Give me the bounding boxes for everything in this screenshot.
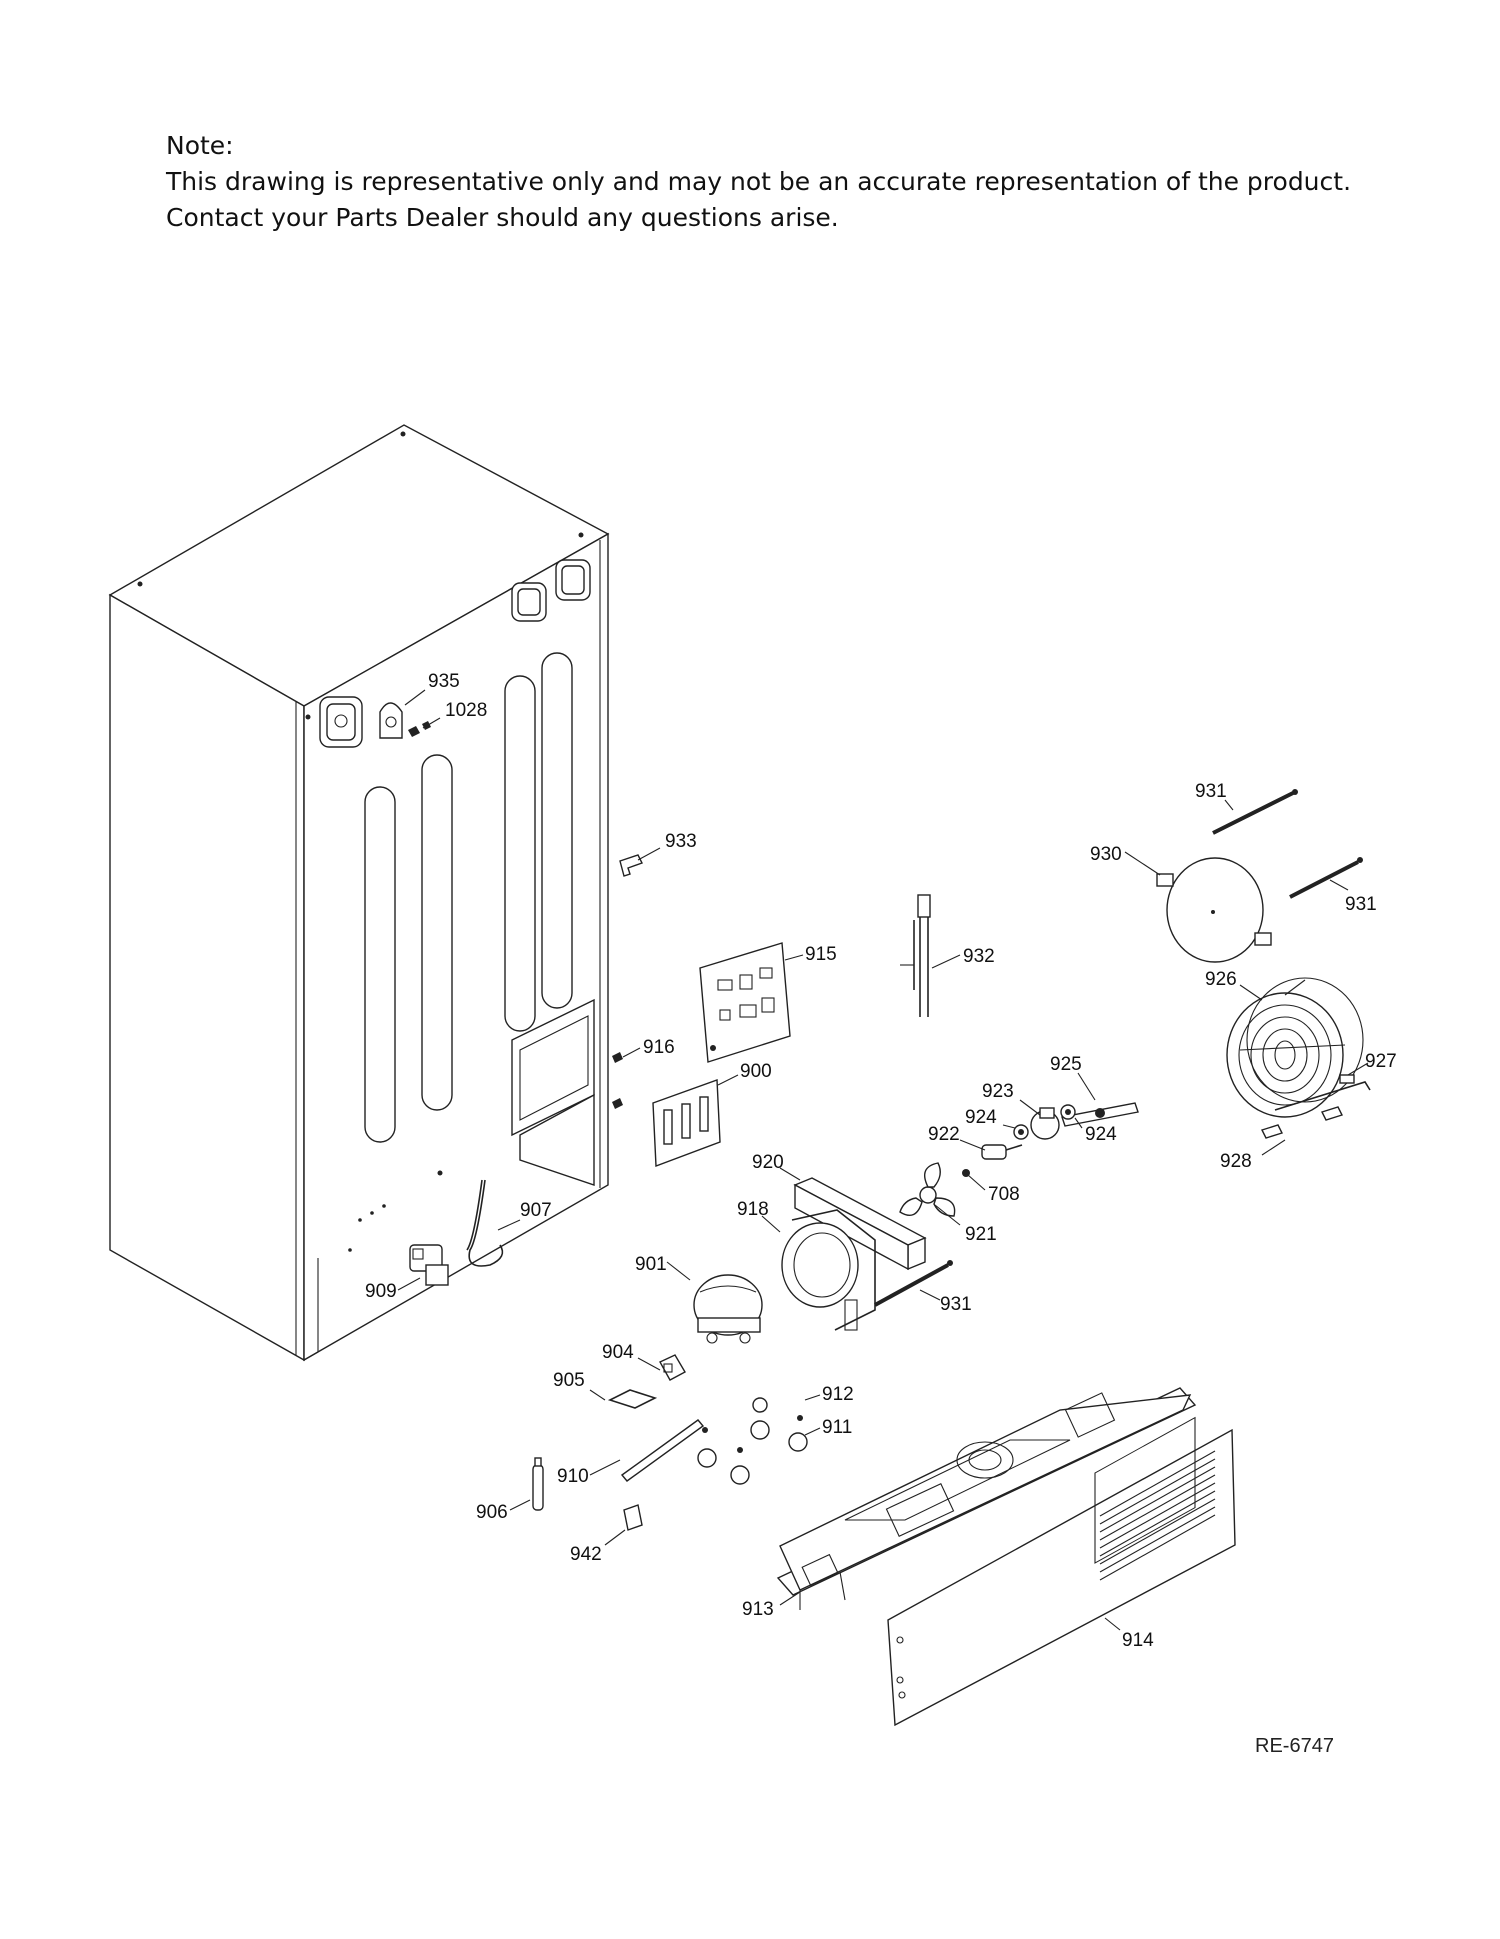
cabinet-illustration (108, 424, 610, 1362)
callout-labels: 935 1028 933 931 930 931 915 932 926 916… (365, 671, 1397, 1651)
part-942 (623, 1504, 643, 1531)
callout-910: 910 (557, 1466, 589, 1487)
note-heading: Note: (166, 131, 234, 160)
callout-942: 942 (570, 1544, 602, 1565)
callout-905: 905 (553, 1370, 585, 1391)
callout-924-left: 924 (965, 1107, 997, 1128)
callout-933: 933 (665, 831, 697, 852)
callout-931-middle: 931 (1345, 894, 1377, 915)
part-931-upper (1212, 789, 1298, 835)
callout-907: 907 (520, 1200, 552, 1221)
part-909 (409, 1244, 449, 1286)
part-926 (1226, 977, 1364, 1118)
part-924-left (1013, 1124, 1029, 1140)
leader-lines (397, 689, 1369, 1631)
part-913 (776, 1387, 1197, 1610)
callout-935: 935 (428, 671, 460, 692)
callout-930: 930 (1090, 844, 1122, 865)
disclaimer-note: Note: This drawing is representative onl… (166, 128, 1416, 236)
part-922 (981, 1144, 1023, 1160)
callout-914: 914 (1122, 1630, 1154, 1651)
part-927 (1274, 1074, 1371, 1111)
part-918 (781, 1209, 876, 1331)
callout-901: 901 (635, 1254, 667, 1275)
callout-900: 900 (740, 1061, 772, 1082)
callout-924-right: 924 (1085, 1124, 1117, 1145)
part-914 (887, 1416, 1236, 1727)
part-907 (466, 1179, 504, 1267)
callout-904: 904 (602, 1342, 634, 1363)
callout-920: 920 (752, 1152, 784, 1173)
callout-916: 916 (643, 1037, 675, 1058)
callout-921: 921 (965, 1224, 997, 1245)
callout-931-upper: 931 (1195, 781, 1227, 802)
part-906 (532, 1457, 544, 1511)
callout-1028: 1028 (445, 700, 487, 721)
callout-932: 932 (963, 946, 995, 967)
callout-926: 926 (1205, 969, 1237, 990)
part-921 (899, 1162, 956, 1217)
callout-708: 708 (988, 1184, 1020, 1205)
callout-928: 928 (1220, 1151, 1252, 1172)
callout-906: 906 (476, 1502, 508, 1523)
callout-923: 923 (982, 1081, 1014, 1102)
callout-913: 913 (742, 1599, 774, 1620)
part-924-right (1060, 1104, 1076, 1120)
callout-915: 915 (805, 944, 837, 965)
callout-918: 918 (737, 1199, 769, 1220)
callout-909: 909 (365, 1281, 397, 1302)
part-933 (619, 854, 643, 877)
part-928 (1261, 1106, 1343, 1139)
drawing-reference-code: RE-6747 (1255, 1735, 1334, 1757)
part-930 (1156, 857, 1272, 963)
part-931-middle (1289, 857, 1363, 899)
part-904 (659, 1354, 686, 1381)
part-900 (652, 1079, 721, 1167)
part-932 (900, 894, 931, 1017)
callout-922: 922 (928, 1124, 960, 1145)
callout-925: 925 (1050, 1054, 1082, 1075)
part-923 (1030, 1107, 1060, 1140)
callout-927: 927 (1365, 1051, 1397, 1072)
part-915 (699, 942, 791, 1063)
part-925 (1061, 1102, 1139, 1127)
note-line-2: Contact your Parts Dealer should any que… (166, 203, 839, 232)
part-912-grommets (697, 1397, 808, 1485)
callout-931-lower: 931 (940, 1294, 972, 1315)
part-901 (693, 1274, 763, 1344)
note-line-1: This drawing is representative only and … (166, 167, 1352, 196)
callout-912: 912 (822, 1384, 854, 1405)
part-931-lower (874, 1260, 953, 1307)
grille-slots (1099, 1450, 1216, 1581)
part-905 (607, 1389, 658, 1409)
part-910 (620, 1419, 705, 1482)
part-920 (793, 1177, 927, 1271)
part-935 (379, 702, 403, 739)
callout-911: 911 (822, 1417, 852, 1438)
part-916 (612, 1052, 623, 1109)
